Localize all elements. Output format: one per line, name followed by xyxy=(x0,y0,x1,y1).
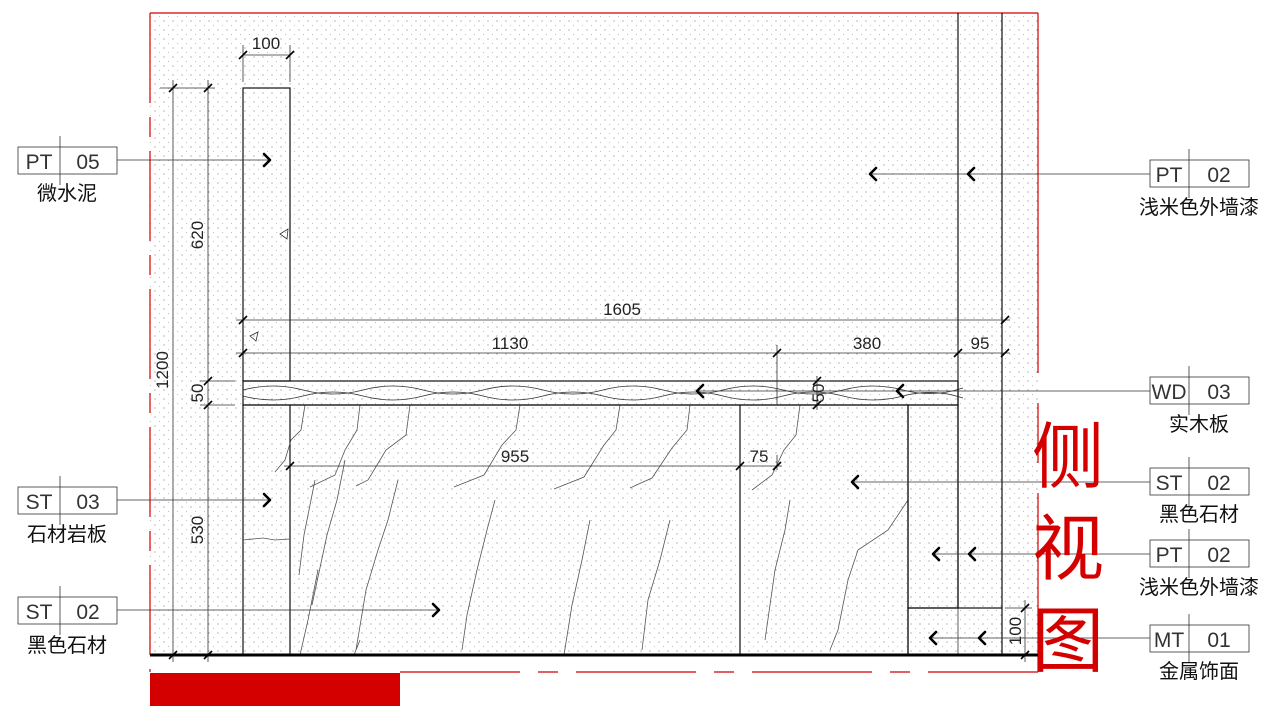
svg-text:01: 01 xyxy=(1207,629,1230,652)
wall-surface xyxy=(150,13,1038,655)
svg-text:PT: PT xyxy=(1156,544,1183,567)
material-tag-mt01: MT 01 金属饰面 xyxy=(1149,614,1250,683)
view-title: 侧视图 xyxy=(1032,415,1104,683)
tag-label: 石材岩板 xyxy=(27,522,107,546)
material-tag-st02-left: ST 02 黑色石材 xyxy=(17,586,118,657)
svg-text:PT: PT xyxy=(1156,164,1183,187)
svg-text:03: 03 xyxy=(1207,381,1230,404)
tag-label: 微水泥 xyxy=(37,181,97,205)
material-tag-pt05: PT 05 微水泥 xyxy=(17,136,118,205)
svg-text:03: 03 xyxy=(76,491,99,514)
material-tag-pt02-bottom: PT 02 浅米色外墙漆 xyxy=(1139,529,1259,599)
dim-wall-thickness: 95 xyxy=(971,334,990,353)
dim-upper-height: 620 xyxy=(188,221,207,249)
svg-text:MT: MT xyxy=(1154,629,1184,652)
dim-base-height: 100 xyxy=(1006,617,1025,645)
tag-label: 浅米色外墙漆 xyxy=(1139,575,1259,599)
svg-text:02: 02 xyxy=(1207,472,1230,495)
dim-lower-height: 530 xyxy=(188,516,207,544)
dimension-lines xyxy=(160,45,1032,662)
tag-label: 浅米色外墙漆 xyxy=(1139,195,1259,219)
title-bar-accent xyxy=(150,673,400,706)
material-tag-st02-right: ST 02 黑色石材 xyxy=(1149,457,1250,526)
material-tag-st03: ST 03 石材岩板 xyxy=(17,476,118,546)
dim-mid-span: 380 xyxy=(853,334,881,353)
dim-stone-width: 955 xyxy=(501,447,529,466)
dim-total-height: 1200 xyxy=(153,351,172,389)
dim-shelf-thickness: 50 xyxy=(188,384,207,403)
svg-text:05: 05 xyxy=(76,151,99,174)
svg-text:ST: ST xyxy=(26,491,53,514)
dim-shelf-span: 1130 xyxy=(492,334,529,353)
dim-stone-gap: 75 xyxy=(750,447,769,466)
dim-shelf-thickness-right: 50 xyxy=(809,384,828,403)
svg-text:02: 02 xyxy=(1207,544,1230,567)
dim-overall-width: 1605 xyxy=(603,300,641,319)
tag-label: 实木板 xyxy=(1169,412,1229,436)
tag-label: 金属饰面 xyxy=(1159,659,1239,683)
svg-text:02: 02 xyxy=(1207,164,1230,187)
view-title-char: 图 xyxy=(1032,599,1104,683)
drawing-frame xyxy=(149,12,1039,673)
material-tag-pt02-top: PT 02 浅米色外墙漆 xyxy=(1139,149,1259,219)
stone-veining xyxy=(242,404,909,656)
tag-label: 黑色石材 xyxy=(1159,502,1239,526)
svg-text:02: 02 xyxy=(76,601,99,624)
post-marks xyxy=(249,228,289,342)
svg-text:ST: ST xyxy=(26,601,53,624)
view-title-char: 视 xyxy=(1032,507,1104,591)
svg-text:WD: WD xyxy=(1152,381,1187,404)
view-title-char: 侧 xyxy=(1032,415,1104,499)
material-tag-wd03: WD 03 实木板 xyxy=(1149,366,1250,436)
dim-top-width: 100 xyxy=(252,34,280,53)
tag-label: 黑色石材 xyxy=(27,633,107,657)
svg-text:PT: PT xyxy=(26,151,53,174)
leader-lines xyxy=(117,152,1150,646)
svg-text:ST: ST xyxy=(1156,472,1183,495)
